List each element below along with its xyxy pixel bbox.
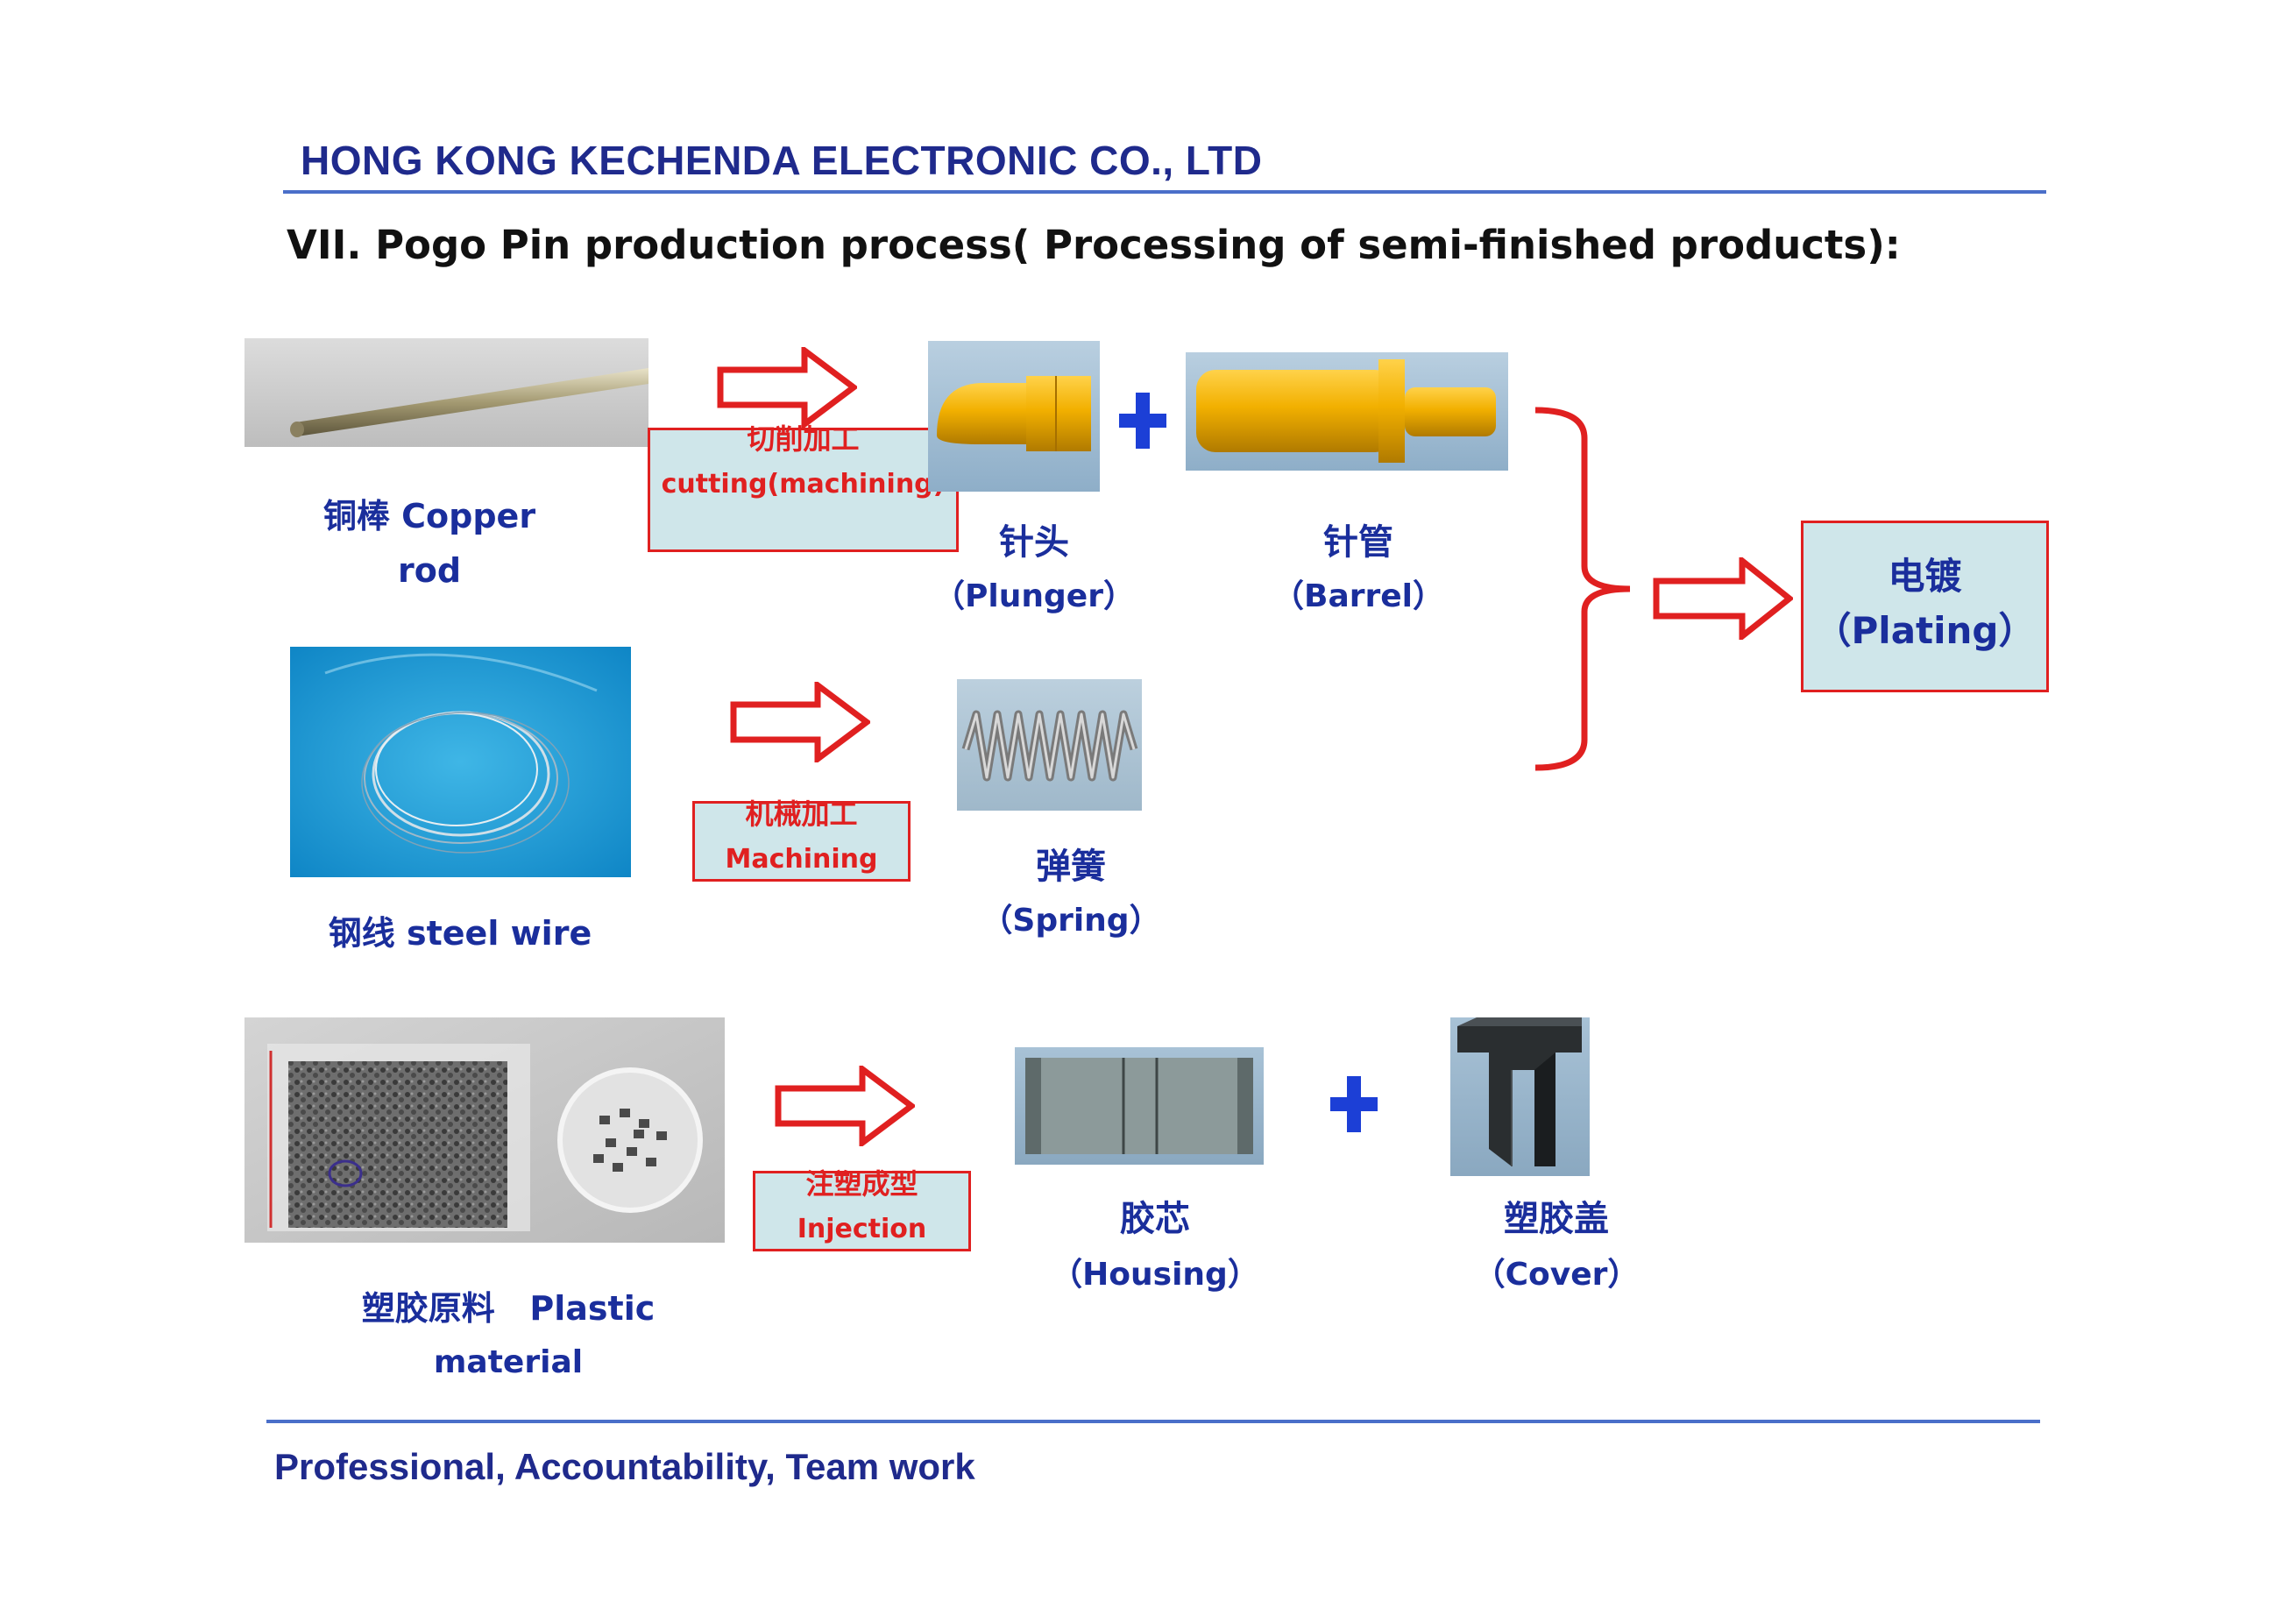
barrel-label-cn: 针管 bbox=[1323, 522, 1393, 563]
plunger-label-cn: 针头 bbox=[999, 522, 1069, 563]
steel-wire-photo bbox=[290, 647, 631, 877]
header-rule bbox=[283, 190, 2046, 194]
steel-wire-label: 钢线 steel wire bbox=[328, 914, 592, 953]
process-arrow-wire bbox=[730, 682, 870, 762]
spring-label-en: （Spring） bbox=[981, 903, 1161, 939]
cover-label-cn: 塑胶盖 bbox=[1504, 1199, 1609, 1239]
plating-arrow bbox=[1653, 557, 1793, 640]
cover-label-en: （Cover） bbox=[1473, 1257, 1640, 1293]
plus-icon bbox=[1119, 393, 1166, 449]
footer-motto: Professional, Accountability, Team work bbox=[274, 1446, 975, 1487]
housing-image bbox=[1015, 1047, 1264, 1165]
plating-cn: 电镀 bbox=[1888, 555, 1962, 598]
merge-bracket bbox=[1534, 407, 1631, 771]
process-injection-en: Injection bbox=[797, 1214, 927, 1244]
process-box-machining: 机械加工 Machining bbox=[692, 797, 911, 882]
process-arrow-copper bbox=[717, 347, 857, 428]
cover-image bbox=[1450, 1017, 1590, 1176]
process-arrow-plastic bbox=[775, 1066, 915, 1146]
process-box-injection: 注塑成型 Injection bbox=[753, 1167, 971, 1251]
section-title: VII. Pogo Pin production process( Proces… bbox=[287, 222, 1901, 268]
process-injection-cn: 注塑成型 bbox=[805, 1167, 918, 1201]
plating-box: 电镀 （Plating） bbox=[1801, 521, 2049, 692]
plastic-material-photo bbox=[244, 1017, 725, 1243]
process-box-cutting: 切削加工 cutting(machining) bbox=[648, 423, 959, 552]
process-machining-cn: 机械加工 bbox=[745, 797, 858, 831]
housing-label-cn: 胶芯 bbox=[1120, 1199, 1190, 1239]
copper-rod-label: 铜棒 Copper rod bbox=[322, 497, 536, 590]
company-name: HONG KONG KECHENDA ELECTRONIC CO., LTD bbox=[301, 138, 1263, 183]
plunger-label-en: （Plunger） bbox=[933, 578, 1135, 614]
plus-icon bbox=[1330, 1076, 1378, 1132]
footer-rule bbox=[266, 1420, 2040, 1423]
process-cutting-en: cutting(machining) bbox=[661, 469, 946, 500]
process-machining-en: Machining bbox=[725, 844, 878, 875]
plunger-image bbox=[928, 341, 1100, 492]
barrel-image bbox=[1186, 352, 1508, 471]
copper-rod-photo bbox=[244, 338, 648, 447]
barrel-label-en: （Barrel） bbox=[1272, 578, 1444, 614]
plastic-label-line1: 塑胶原料 Plastic bbox=[361, 1289, 655, 1328]
plating-en: （Plating） bbox=[1814, 609, 2036, 652]
plastic-label-line2: material bbox=[433, 1344, 584, 1380]
spring-label-cn: 弹簧 bbox=[1036, 847, 1106, 887]
housing-label-en: （Housing） bbox=[1051, 1257, 1259, 1293]
spring-image bbox=[957, 679, 1142, 811]
process-cutting-cn: 切削加工 bbox=[747, 422, 860, 456]
